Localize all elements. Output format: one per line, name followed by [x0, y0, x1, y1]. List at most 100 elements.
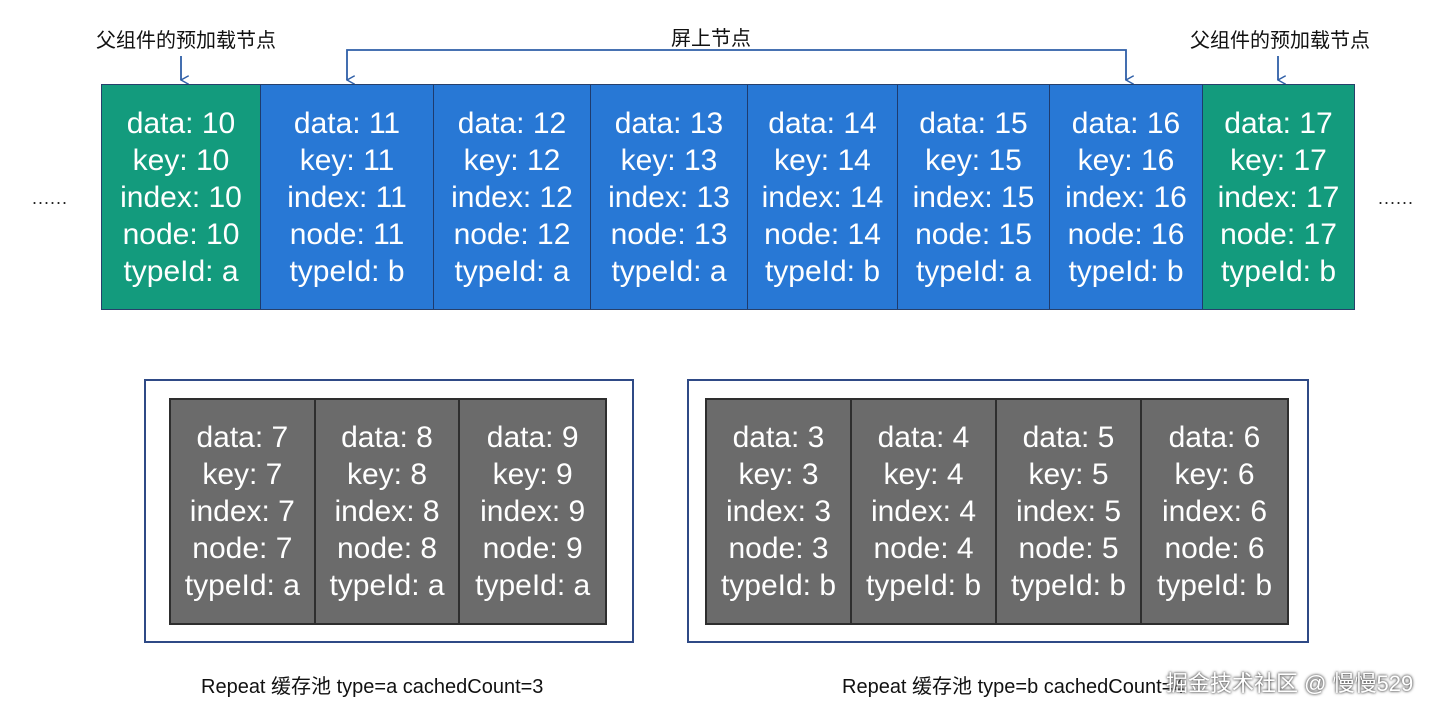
node-typeid-text: typeId: b [720, 569, 837, 602]
node-key-text: key: 13 [620, 143, 718, 177]
node-index-text: index: 13 [608, 180, 730, 214]
node-node-text: node: 3 [728, 532, 829, 565]
node-key-text: key: 5 [1028, 458, 1109, 491]
node-data-text: data: 4 [877, 421, 970, 454]
node-data-text: data: 11 [293, 106, 401, 140]
node-typeid-text: typeId: a [475, 569, 591, 602]
node-index-text: index: 5 [1015, 495, 1122, 528]
cache-pool-a [144, 379, 634, 643]
node-index-text: index: 17 [1217, 180, 1340, 214]
node-data-text: data: 5 [1022, 421, 1115, 454]
node-node-text: node: 15 [915, 217, 1032, 251]
node-node-text: node: 10 [122, 217, 240, 251]
node-key-text: key: 14 [774, 143, 871, 177]
node-key-text: key: 15 [925, 143, 1022, 177]
node-typeid-text: typeId: b [1156, 569, 1273, 602]
right-preload-label: 父组件的预加载节点 [1190, 30, 1370, 52]
node-key-text: key: 4 [883, 458, 964, 491]
node-node-text: node: 16 [1067, 217, 1185, 251]
onscreen-bracket-arrow [346, 49, 1126, 80]
node-key-text: key: 3 [738, 458, 819, 491]
cache-pool-a-caption: Repeat 缓存池 type=a cachedCount=3 [201, 676, 544, 698]
node-node-text: node: 12 [453, 217, 571, 251]
ellipsis-right: ...... [1378, 188, 1415, 208]
node-index-text: index: 8 [334, 495, 440, 528]
node-node-text: node: 7 [192, 532, 293, 565]
node-index-text: index: 3 [725, 495, 832, 528]
node-data-text: data: 10 [126, 106, 236, 140]
watermark: 掘金技术社区 @ 慢慢529 [1166, 671, 1414, 696]
node-key-text: key: 11 [299, 143, 395, 177]
node-node-text: node: 17 [1220, 217, 1337, 251]
node-index-text: index: 16 [1065, 180, 1187, 214]
node-node-text: node: 11 [289, 217, 405, 251]
node-node-text: node: 5 [1018, 532, 1119, 565]
node-index-text: index: 11 [287, 180, 407, 214]
node-node-text: node: 4 [873, 532, 974, 565]
node-typeid-text: typeId: a [915, 254, 1032, 288]
node-typeid-text: typeId: b [865, 569, 982, 602]
node-data-text: data: 15 [919, 106, 1028, 140]
node-typeid-text: typeId: a [184, 569, 300, 602]
node-data-text: data: 13 [614, 106, 724, 140]
node-index-text: index: 10 [120, 180, 242, 214]
onscreen-label: 屏上节点 [671, 28, 751, 50]
ellipsis-left: ...... [32, 188, 69, 208]
node-typeid-text: typeId: b [1220, 254, 1337, 288]
node-card: data: 4 key: 4 index: 4 node: 4 typeId: b [852, 400, 997, 623]
node-typeid-text: typeId: b [1010, 569, 1127, 602]
node-key-text: key: 17 [1230, 143, 1327, 177]
node-index-text: index: 12 [451, 180, 573, 214]
node-key-text: key: 12 [463, 143, 561, 177]
left-preload-label: 父组件的预加载节点 [96, 30, 276, 52]
node-key-text: key: 6 [1174, 458, 1255, 491]
node-key-text: key: 7 [202, 458, 283, 491]
cache-pool-b [687, 379, 1309, 643]
node-data-text: data: 3 [732, 421, 825, 454]
node-index-text: index: 14 [761, 180, 884, 214]
node-data-text: data: 16 [1071, 106, 1181, 140]
node-typeid-text: typeId: a [454, 254, 570, 288]
node-node-text: node: 13 [610, 217, 728, 251]
node-node-text: node: 6 [1164, 532, 1265, 565]
node-typeid-text: typeId: b [1068, 254, 1184, 288]
node-data-text: data: 6 [1168, 421, 1261, 454]
node-data-text: data: 8 [341, 421, 433, 454]
node-card: data: 5 key: 5 index: 5 node: 5 typeId: b [997, 400, 1142, 623]
node-key-text: key: 16 [1077, 143, 1175, 177]
node-data-text: data: 17 [1224, 106, 1333, 140]
node-node-text: node: 9 [482, 532, 583, 565]
node-key-text: key: 10 [132, 143, 230, 177]
node-data-text: data: 14 [768, 106, 877, 140]
node-card: data: 7 key: 7 index: 7 node: 7 typeId: a [171, 400, 316, 623]
node-data-text: data: 7 [196, 421, 289, 454]
node-card: data: 3 key: 3 index: 3 node: 3 typeId: b [707, 400, 852, 623]
cache-pool-b-caption: Repeat 缓存池 type=b cachedCount=4 [842, 676, 1185, 698]
node-index-text: index: 4 [870, 495, 977, 528]
node-node-text: node: 14 [764, 217, 881, 251]
node-index-text: index: 7 [189, 495, 295, 528]
node-typeid-text: typeId: b [289, 254, 405, 288]
node-data-text: data: 12 [457, 106, 567, 140]
node-index-text: index: 9 [480, 495, 586, 528]
node-typeid-text: typeId: b [764, 254, 881, 288]
node-typeid-text: typeId: a [329, 569, 445, 602]
node-index-text: index: 15 [912, 180, 1035, 214]
node-node-text: node: 8 [336, 532, 438, 565]
node-typeid-text: typeId: a [123, 254, 239, 288]
node-typeid-text: typeId: a [611, 254, 727, 288]
node-data-text: data: 9 [486, 421, 579, 454]
